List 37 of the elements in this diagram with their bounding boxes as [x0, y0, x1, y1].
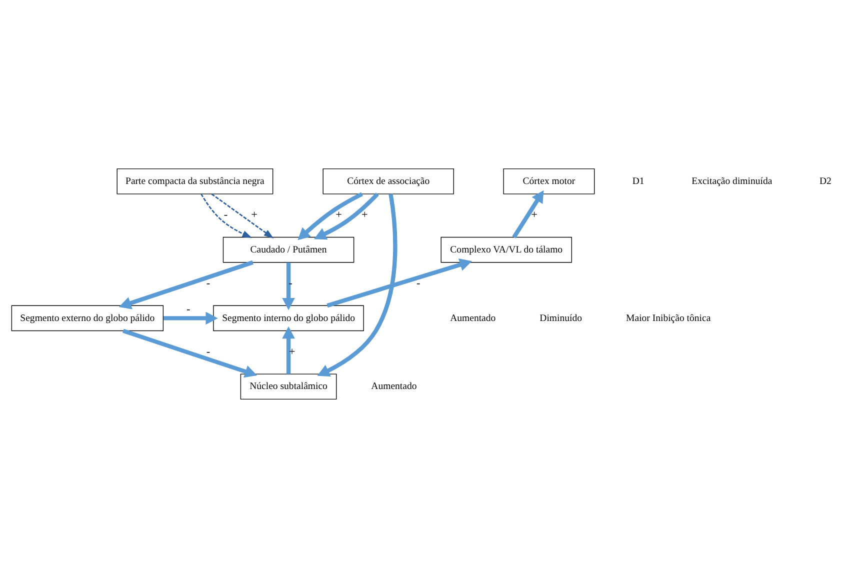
- edge-label: +: [336, 208, 342, 221]
- label: Excitação diminuída: [692, 175, 772, 186]
- label: Diminuído: [540, 312, 582, 324]
- node-box: Segmento externo do globo pálido: [11, 304, 164, 331]
- edge-label: -: [186, 302, 190, 315]
- arrow: [282, 326, 295, 374]
- label: D1: [632, 175, 644, 186]
- label: Maior Inibição tônica: [626, 312, 711, 324]
- arrow: [298, 192, 363, 240]
- edge-label: -: [206, 346, 210, 358]
- node-box: Córtex motor: [503, 168, 595, 194]
- arrow: [282, 262, 295, 310]
- label: Aumentado: [371, 380, 417, 392]
- node-box: Núcleo subtalâmico: [240, 373, 337, 400]
- arrow: [314, 192, 379, 240]
- arrow: [118, 260, 254, 309]
- label: Aumentado: [450, 312, 496, 324]
- arrow: [317, 193, 398, 376]
- arrow: [200, 193, 252, 238]
- edge-label: +: [531, 208, 538, 221]
- node-box: Parte compacta da substância negra: [116, 168, 274, 194]
- arrow: [211, 192, 274, 238]
- arrow: [122, 328, 258, 378]
- edge-label: +: [361, 208, 368, 221]
- node-box: Caudado / Putâmen: [222, 236, 354, 262]
- edge-label: -: [206, 277, 210, 290]
- edge-label: -: [224, 208, 228, 221]
- arrow: [163, 311, 218, 324]
- arrow: [512, 190, 544, 238]
- label: D2: [819, 175, 832, 186]
- node-box: Segmento interno do globo pálido: [213, 304, 364, 331]
- edge-label: -: [288, 277, 292, 290]
- edge-label: -: [416, 277, 420, 290]
- node-box: Córtex de associação: [322, 168, 454, 194]
- arrow: [326, 258, 472, 308]
- edge-label: +: [251, 208, 258, 221]
- node-box: Complexo VA/VL do tálamo: [440, 236, 572, 262]
